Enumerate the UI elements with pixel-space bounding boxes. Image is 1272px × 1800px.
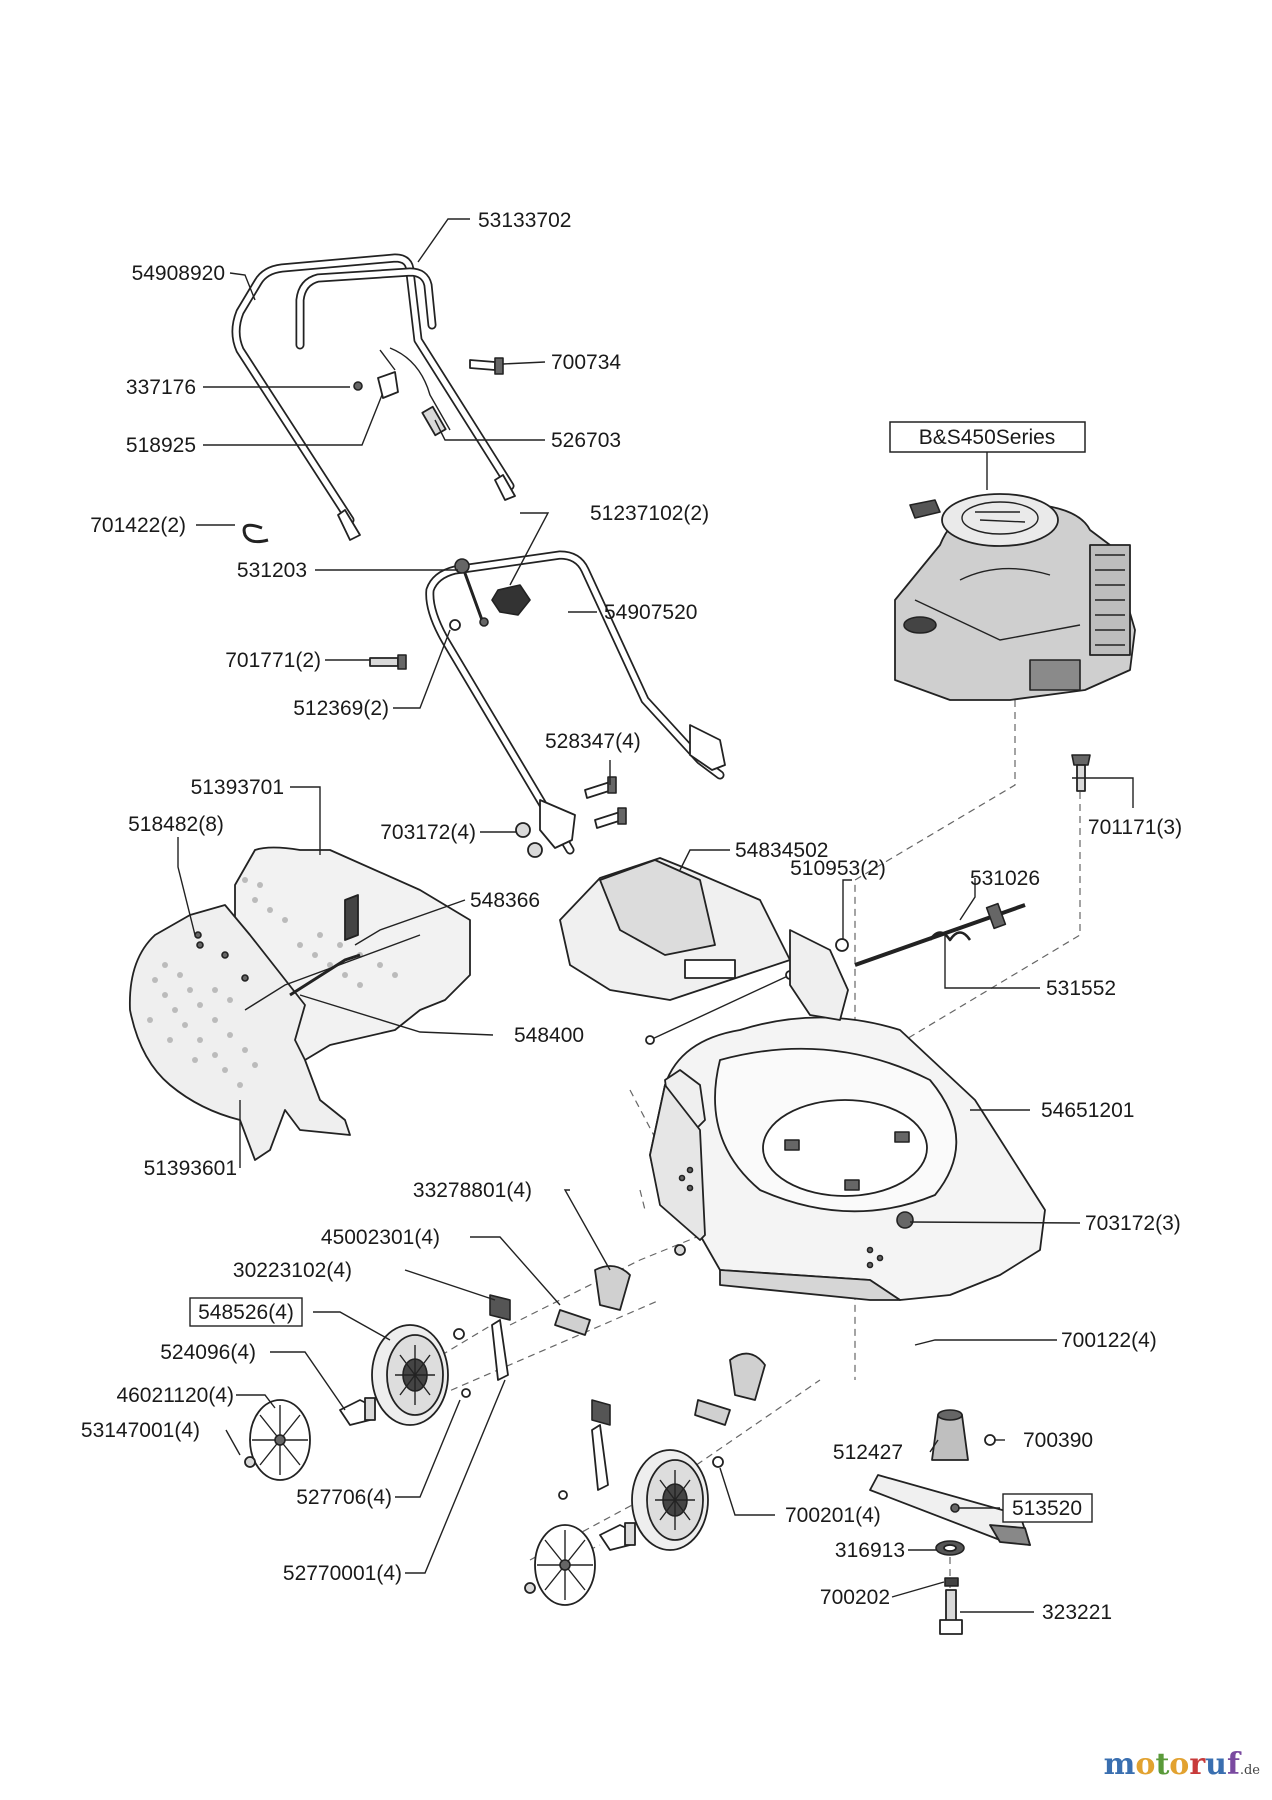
- lever-clip-518925: [353, 371, 399, 399]
- blade-bolt-323221: [939, 1589, 963, 1635]
- washer-upper: [453, 1328, 465, 1340]
- bolt-701171: [1071, 754, 1091, 792]
- label-531552: 531552: [1046, 977, 1116, 1000]
- pin-527706: [461, 1388, 471, 1398]
- axle-bushing-524096: [339, 1397, 376, 1426]
- grass-catcher-bag: [128, 846, 471, 1161]
- label-52770001: 52770001(4): [283, 1562, 402, 1585]
- label-323221: 323221: [1042, 1601, 1112, 1624]
- label-700122: 700122(4): [1061, 1329, 1157, 1352]
- upper-handle-54908920: [231, 253, 516, 541]
- hubcap-upper-46021120: [249, 1399, 311, 1481]
- washer-316913: [935, 1540, 965, 1556]
- label-53147001: 53147001(4): [81, 1419, 200, 1442]
- deck-54651201: [649, 929, 1046, 1301]
- label-703172-4: 703172(4): [380, 821, 476, 844]
- screw-lower-hubcap: [524, 1582, 536, 1594]
- rear-axle-531026: [854, 902, 1026, 967]
- label-513520-box: [1002, 1493, 1093, 1523]
- label-54907520: 54907520: [604, 601, 697, 624]
- axle-bushing-lower: [599, 1522, 636, 1551]
- leader-lines: [177, 218, 1134, 1613]
- label-54834502: 54834502: [735, 839, 828, 862]
- label-54908920: 54908920: [132, 262, 225, 285]
- washer-510953: [835, 938, 849, 952]
- clip-701422: [242, 523, 269, 544]
- label-526703: 526703: [551, 429, 621, 452]
- label-548526: 548526(4): [198, 1301, 294, 1324]
- label-53133702: 53133702: [478, 209, 571, 232]
- label-316913: 316913: [835, 1539, 905, 1562]
- label-510953: 510953(2): [790, 857, 886, 880]
- label-337176: 337176: [126, 376, 196, 399]
- label-701171: 701171(3): [1088, 816, 1182, 839]
- label-524096: 524096(4): [160, 1341, 256, 1364]
- label-51237102: 51237102(2): [590, 502, 709, 525]
- bolts-528347: [584, 776, 627, 829]
- washer-700201: [712, 1456, 724, 1468]
- engine-label-box: B&S450Series: [889, 421, 1086, 490]
- height-adjuster-upper: [489, 1265, 631, 1381]
- screw-700734: [469, 357, 504, 375]
- hubcap-lower: [534, 1524, 596, 1606]
- cable-526703: [379, 347, 451, 437]
- blade-adapter-512427: [931, 1409, 969, 1461]
- label-700390: 700390: [1023, 1429, 1093, 1452]
- label-531203: 531203: [237, 559, 307, 582]
- label-46021120: 46021120(4): [116, 1384, 234, 1407]
- wheel-upper-548526: [371, 1324, 449, 1426]
- label-54651201: 54651201: [1041, 1099, 1134, 1122]
- key-700390: [984, 1434, 996, 1446]
- label-518925: 518925: [126, 434, 196, 457]
- wheel-lower: [631, 1449, 709, 1551]
- label-30223102: 30223102(4): [233, 1259, 352, 1282]
- label-548526-box: [189, 1297, 303, 1327]
- label-701771: 701771(2): [225, 649, 321, 672]
- blade-513520: [869, 1474, 1031, 1546]
- label-703172-3: 703172(3): [1085, 1212, 1181, 1235]
- label-531026: 531026: [970, 867, 1040, 890]
- pin-lower: [558, 1490, 568, 1500]
- label-701422: 701422(2): [90, 514, 186, 537]
- engine-briggs-stratton: [894, 493, 1136, 701]
- label-45002301: 45002301(4): [321, 1226, 440, 1249]
- lower-handle-54907520: [425, 550, 726, 855]
- star-knob-51237102: [491, 584, 531, 616]
- label-700201: 700201(4): [785, 1504, 881, 1527]
- motoruf-logo: motoruf.de: [1103, 1747, 1260, 1782]
- label-33278801: 33278801(4): [413, 1179, 532, 1202]
- label-548366: 548366: [470, 889, 540, 912]
- label-528347: 528347(4): [545, 730, 641, 753]
- height-adjuster-lower: [591, 1352, 766, 1491]
- nut-deck: [674, 1244, 686, 1256]
- bolt-531203: [454, 558, 489, 627]
- label-700202: 700202: [820, 1586, 890, 1609]
- label-51393601: 51393601: [144, 1157, 237, 1180]
- label-512369: 512369(2): [293, 697, 389, 720]
- engine-series-label: B&S450Series: [919, 426, 1056, 449]
- part-number-labels: 53133702 54908920 700734 337176 518925 5…: [81, 209, 1182, 1624]
- label-513520: 513520: [1012, 1497, 1082, 1520]
- label-51393701: 51393701: [191, 776, 284, 799]
- washer-512369: [449, 619, 461, 631]
- screw-701771: [369, 654, 407, 670]
- label-527706: 527706(4): [296, 1486, 392, 1509]
- rear-flap-54834502: [559, 857, 795, 1045]
- label-518482: 518482(8): [128, 813, 224, 836]
- label-548400: 548400: [514, 1024, 584, 1047]
- label-700734: 700734: [551, 351, 621, 374]
- label-512427: 512427: [833, 1441, 903, 1464]
- screw-53147001: [244, 1456, 256, 1468]
- nuts-703172-4: [515, 822, 543, 858]
- lock-washer-700202: [944, 1577, 959, 1587]
